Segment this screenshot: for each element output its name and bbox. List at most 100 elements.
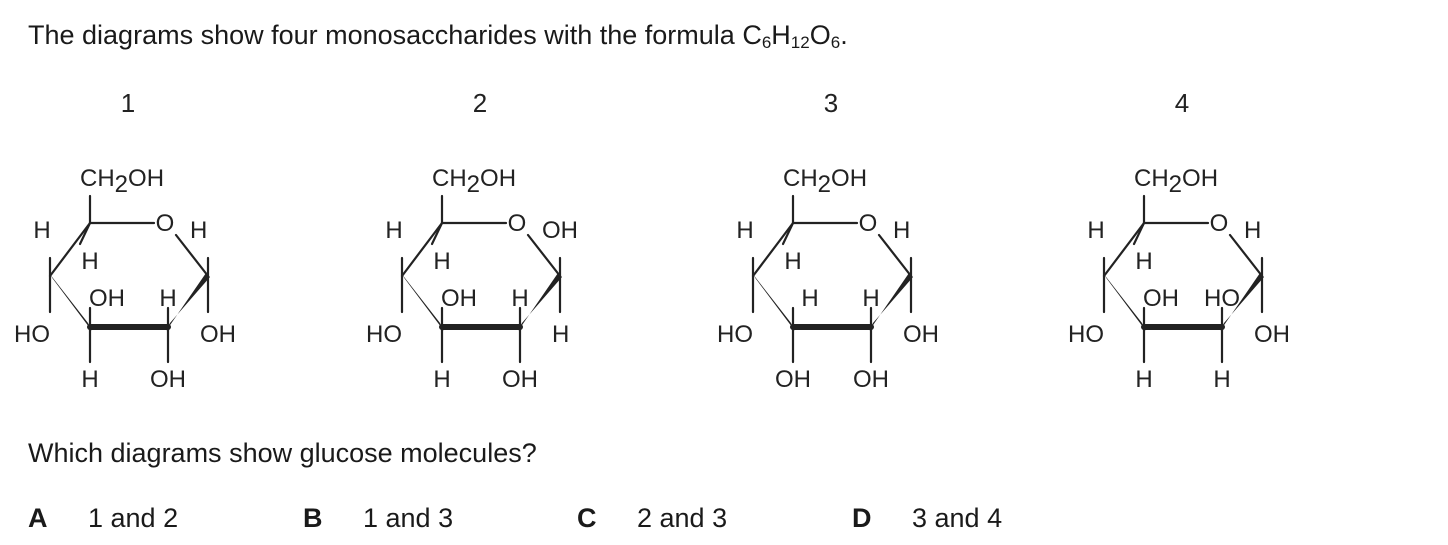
wedge-bond <box>752 273 795 331</box>
c4-down-group: H <box>433 248 450 275</box>
ring-oxygen: O <box>859 210 878 237</box>
c4-left-group: HO <box>1068 321 1104 348</box>
c4-left-group: HO <box>14 321 50 348</box>
ch2oh-oh: OH <box>480 165 516 192</box>
formula-o: O <box>809 20 831 50</box>
bond-line <box>78 221 92 246</box>
option-c-text: 2 and 3 <box>637 503 728 533</box>
c4-left-group: HO <box>717 321 753 348</box>
c3-down-group: H <box>433 366 450 393</box>
ch2oh-label: CH2OH <box>80 165 164 198</box>
molecule-number: 3 <box>824 88 838 118</box>
c4-down-group: H <box>81 248 98 275</box>
bond-line <box>400 221 444 278</box>
ch2oh-ch: CH <box>80 165 115 192</box>
question-text: Which diagrams show glucose molecules? <box>28 438 537 468</box>
c1-down-group: OH <box>200 321 236 348</box>
molecule-number: 2 <box>473 88 487 118</box>
bond-line <box>751 221 795 278</box>
option-b-letter: B <box>303 503 323 533</box>
formula-o-subscript: 6 <box>830 33 841 52</box>
ch2oh-ch: CH <box>783 165 818 192</box>
c2-down-group: H <box>1213 366 1230 393</box>
wedge-bond <box>1220 273 1264 331</box>
bond-line <box>1228 233 1264 278</box>
ch2oh-subscript: 2 <box>1169 171 1182 198</box>
c3-up-group: OH <box>441 285 477 312</box>
c1-down-group: OH <box>1254 321 1290 348</box>
bond-line <box>1132 221 1146 246</box>
option-b-text: 1 and 3 <box>363 503 454 533</box>
option-a-text: 1 and 2 <box>88 503 179 533</box>
c2-up-group: H <box>511 285 528 312</box>
c3-down-group: H <box>81 366 98 393</box>
formula-h-subscript: 12 <box>790 33 810 52</box>
c1-down-group: H <box>552 321 569 348</box>
molecule-number: 1 <box>121 88 135 118</box>
bond-line <box>781 221 795 246</box>
c4-down-group: H <box>1135 248 1152 275</box>
c2-down-group: OH <box>502 366 538 393</box>
ch2oh-label: CH2OH <box>432 165 516 198</box>
ch2oh-subscript: 2 <box>818 171 831 198</box>
ch2oh-oh: OH <box>831 165 867 192</box>
option-d-letter: D <box>852 503 872 533</box>
wedge-bond <box>518 273 562 331</box>
c3-up-group: OH <box>1143 285 1179 312</box>
ring-oxygen: O <box>156 210 175 237</box>
c3-down-group: H <box>1135 366 1152 393</box>
wedge-bond <box>1103 273 1146 331</box>
c4-down-group: H <box>784 248 801 275</box>
c3-down-group: OH <box>775 366 811 393</box>
c5-hydrogen: H <box>736 217 753 244</box>
bond-line <box>877 233 913 278</box>
bond-line <box>430 221 444 246</box>
formula-h: H <box>771 20 791 50</box>
c2-down-group: OH <box>853 366 889 393</box>
c2-down-group: OH <box>150 366 186 393</box>
c4-left-group: HO <box>366 321 402 348</box>
ch2oh-oh: OH <box>128 165 164 192</box>
c1-top-group: H <box>893 217 910 244</box>
ch2oh-ch: CH <box>432 165 467 192</box>
wedge-bond <box>401 273 444 331</box>
ch2oh-subscript: 2 <box>115 171 128 198</box>
c2-up-group: H <box>862 285 879 312</box>
c5-hydrogen: H <box>1087 217 1104 244</box>
ch2oh-ch: CH <box>1134 165 1169 192</box>
c2-up-group: H <box>159 285 176 312</box>
formula-c-subscript: 6 <box>761 33 772 52</box>
c3-up-group: OH <box>89 285 125 312</box>
c3-up-group: H <box>801 285 818 312</box>
bond-line <box>1102 221 1146 278</box>
c2-up-group: HO <box>1204 285 1240 312</box>
bond-line <box>174 233 210 278</box>
c5-hydrogen: H <box>33 217 50 244</box>
molecule-number: 4 <box>1175 88 1189 118</box>
intro-text: The diagrams show four monosaccharides w… <box>28 20 762 50</box>
wedge-bond <box>869 273 913 331</box>
ch2oh-label: CH2OH <box>1134 165 1218 198</box>
bond-line <box>48 221 92 278</box>
option-a-letter: A <box>28 503 48 533</box>
ring-oxygen: O <box>1210 210 1229 237</box>
question-intro: The diagrams show four monosaccharides w… <box>28 18 848 52</box>
ch2oh-label: CH2OH <box>783 165 867 198</box>
ch2oh-subscript: 2 <box>467 171 480 198</box>
c5-hydrogen: H <box>385 217 402 244</box>
c1-top-group: H <box>190 217 207 244</box>
option-c-letter: C <box>577 503 597 533</box>
bond-line <box>526 233 562 278</box>
ch2oh-oh: OH <box>1182 165 1218 192</box>
intro-end: . <box>840 20 848 50</box>
c1-top-group: H <box>1244 217 1261 244</box>
option-d-text: 3 and 4 <box>912 503 1003 533</box>
wedge-bond <box>49 273 92 331</box>
wedge-bond <box>166 273 210 331</box>
